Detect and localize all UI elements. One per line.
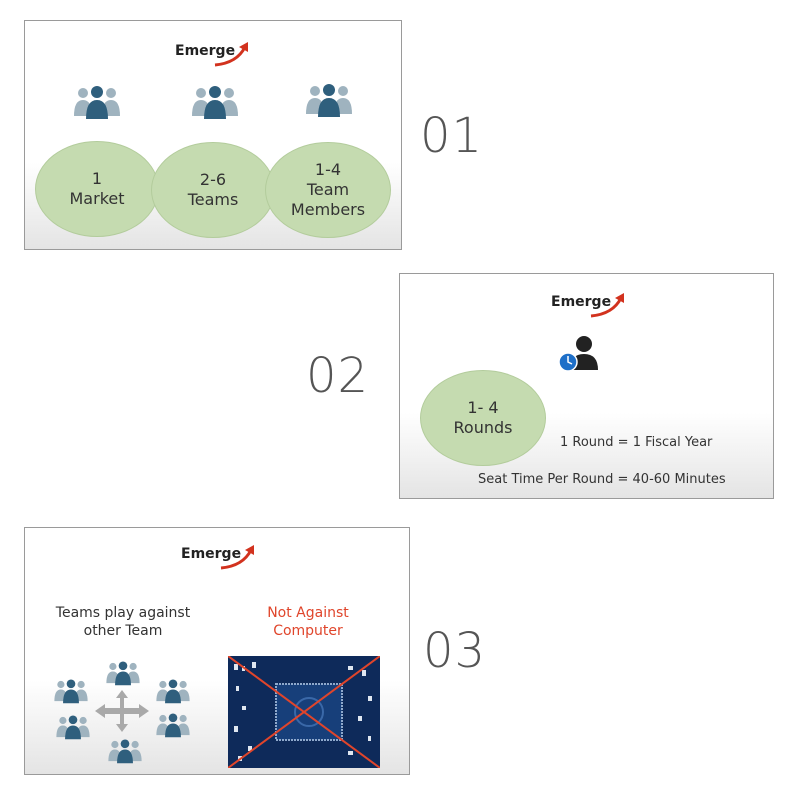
people-icon (55, 714, 91, 740)
not-against-computer-text: Not Against Computer (267, 605, 349, 639)
teams-play-text: Teams play against other Team (55, 605, 191, 639)
people-icon (53, 678, 89, 704)
emerge-logo: Emerge (175, 41, 255, 67)
people-icon (155, 712, 191, 738)
people-icon (73, 83, 121, 121)
emerge-logo: Emerge (551, 292, 631, 318)
people-icon (191, 83, 239, 121)
emerge-logo: Emerge (181, 544, 261, 570)
people-icon (107, 738, 143, 764)
slide-01: Emerge 1 Market 2-6 Teams 1-4 Team Membe… (24, 20, 402, 250)
people-icon (305, 81, 353, 119)
slide-02: Emerge 1- 4 Rounds 1 Round = 1 Fiscal Ye… (399, 273, 774, 499)
seat-time-text: Seat Time Per Round = 40-60 Minutes (478, 472, 726, 487)
slide-03: Emerge Teams play against other Team Not… (24, 527, 410, 775)
people-icon (155, 678, 191, 704)
round-text: 1 Round = 1 Fiscal Year (560, 435, 713, 450)
teams-ellipse: 2-6 Teams (151, 142, 275, 238)
rounds-ellipse: 1- 4 Rounds (420, 370, 546, 466)
four-way-arrow-icon (95, 690, 149, 732)
team-members-ellipse: 1-4 Team Members (265, 142, 391, 238)
slide-number: 03 (423, 623, 487, 679)
slide-number: 02 (306, 348, 370, 404)
market-ellipse: 1 Market (35, 141, 159, 237)
circuit-board-crossed-image (228, 656, 380, 768)
person-clock-icon (558, 336, 598, 372)
slide-number: 01 (420, 108, 484, 164)
people-icon (105, 660, 141, 686)
